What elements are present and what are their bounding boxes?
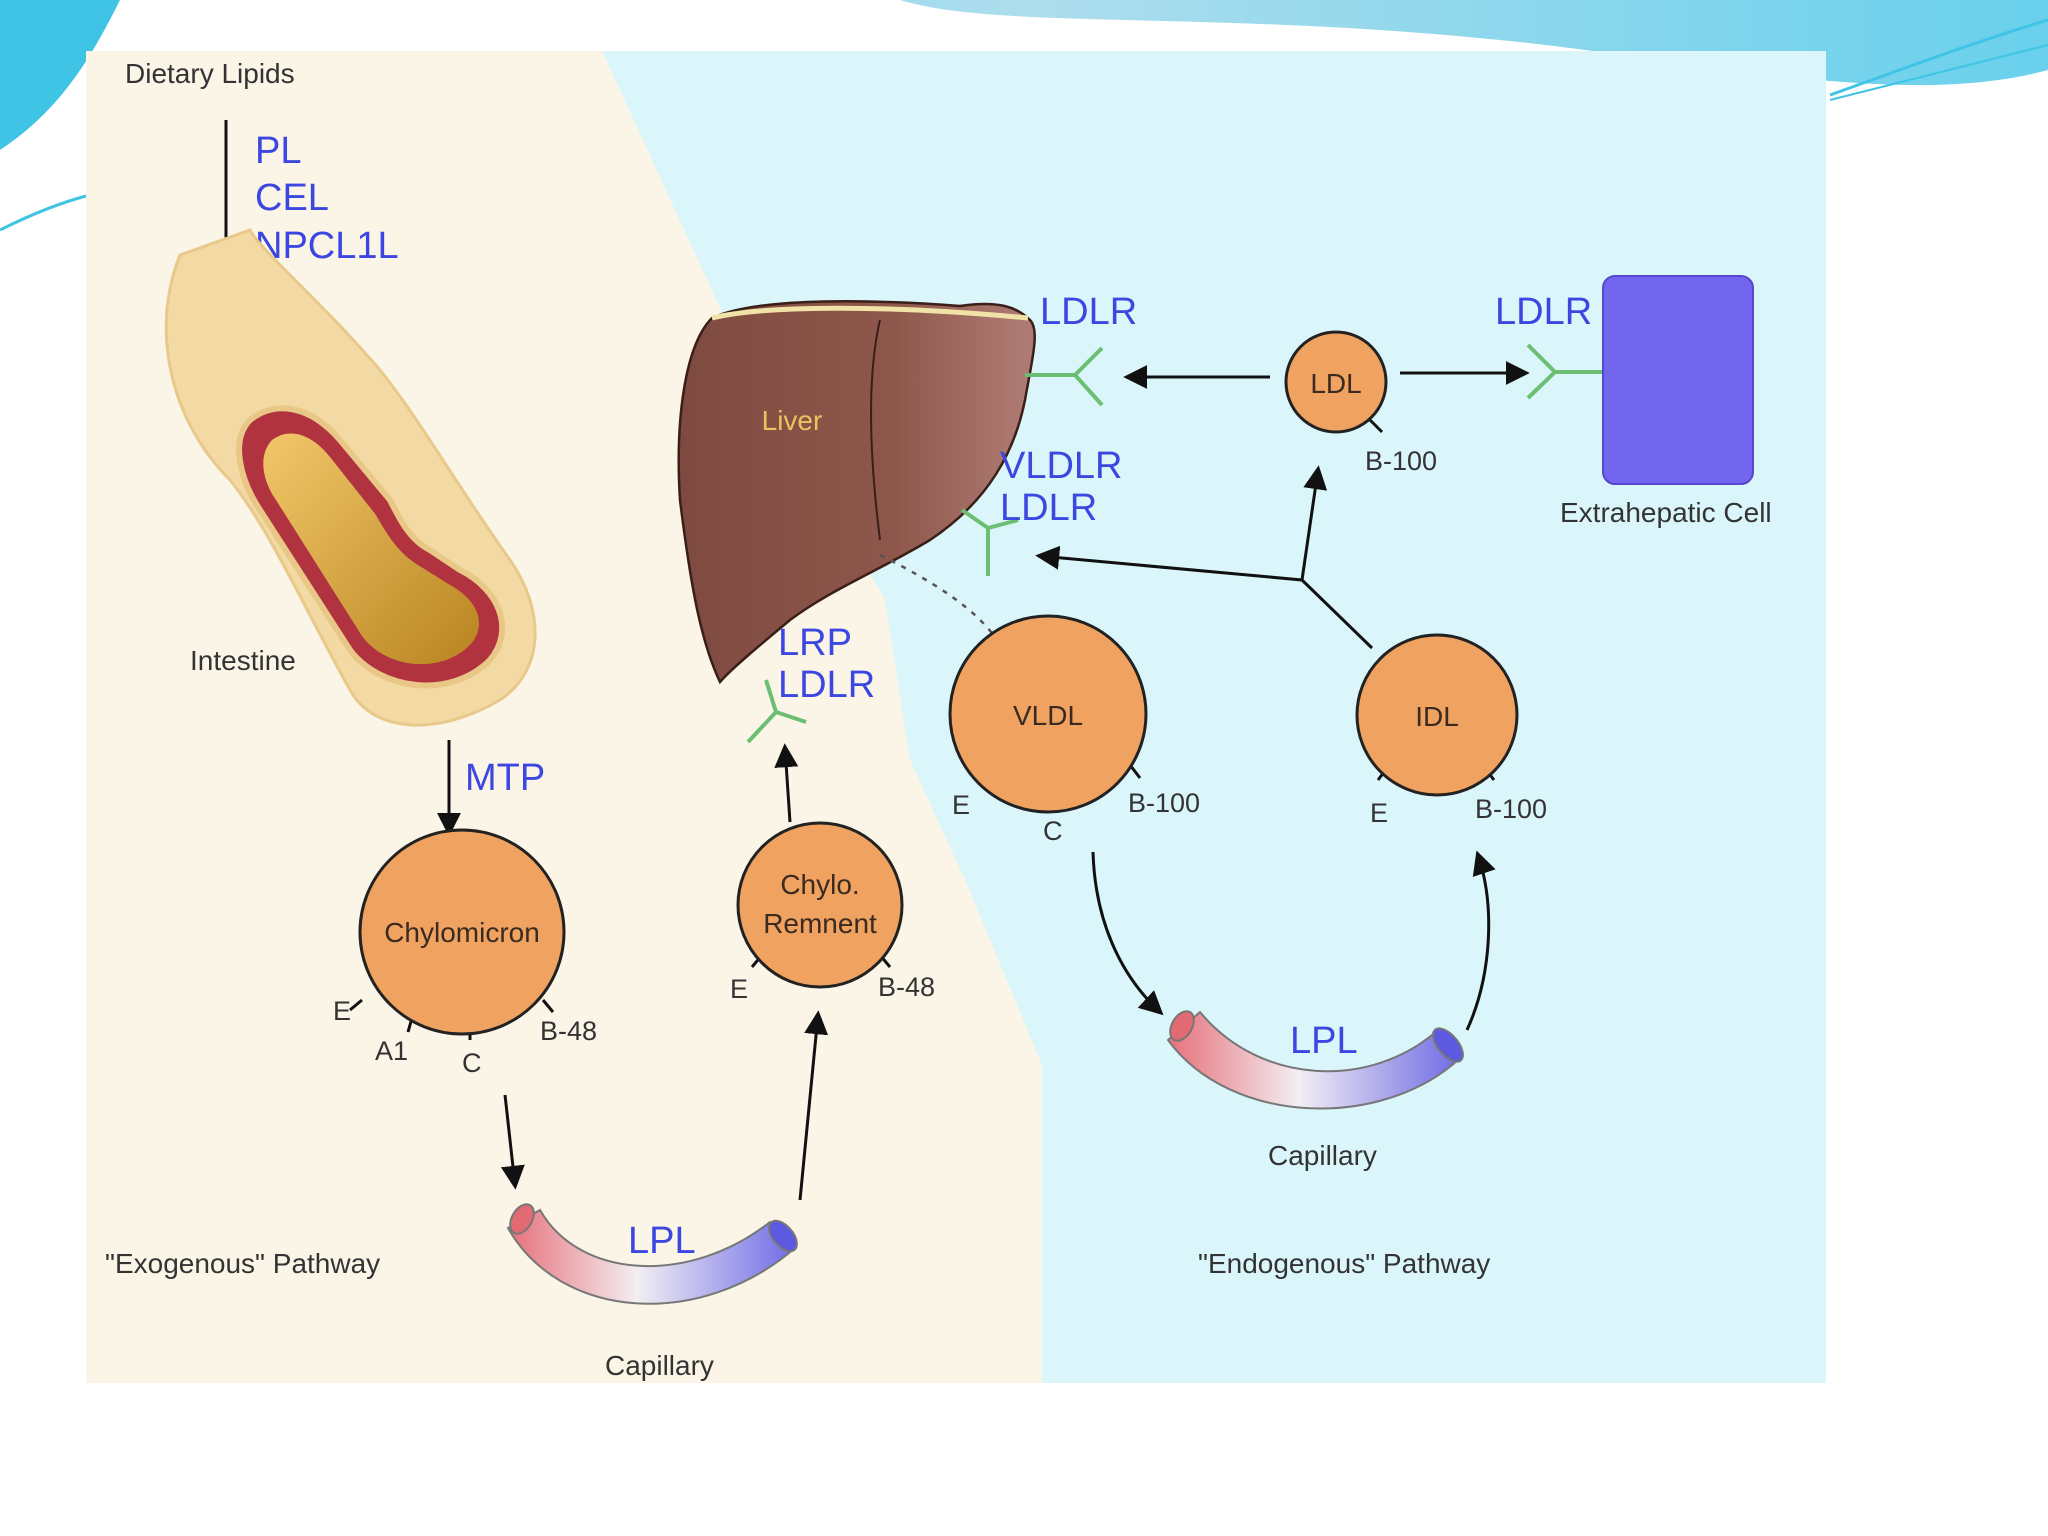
vldl-particle: [948, 614, 1148, 814]
chylo-remnant-particle: [736, 821, 904, 989]
receptor-lrp: LRP: [778, 622, 852, 664]
vldl-apo-c: C: [1043, 816, 1063, 846]
receptor-ldlr-remnant: LDLR: [778, 664, 875, 706]
slide-header-decoration: [0, 0, 2048, 232]
chylomicron-label: Chylomicron: [384, 917, 540, 948]
vldl-apo-e: E: [952, 790, 970, 820]
capillary-to-idl-arrow: [1465, 850, 1496, 1031]
endo-capillary-illustration: [1166, 1010, 1464, 1110]
idl-apo-e: E: [1370, 798, 1388, 828]
endogenous-pathway-label: "Endogenous" Pathway: [1198, 1248, 1490, 1279]
remnant-to-liver-arrow: [774, 743, 799, 823]
idl-branch-line: [1300, 578, 1374, 650]
receptor-vldlr: VLDLR: [1000, 445, 1123, 487]
remnant-receptor-icon: [746, 679, 807, 744]
capillary-to-remnant-arrow: [798, 1010, 829, 1201]
vldl-label: VLDL: [1013, 700, 1083, 731]
liver-label: Liver: [762, 405, 823, 436]
liver-receptor-mid-icon: [960, 508, 1019, 576]
chylo-remnant-apo-b48: B-48: [878, 972, 935, 1002]
liver-illustration: [677, 300, 1036, 685]
enzyme-cel: CEL: [255, 177, 329, 219]
dietary-lipids-label: Dietary Lipids: [125, 58, 295, 89]
exo-capillary-enzyme: LPL: [628, 1220, 696, 1262]
exo-capillary-label: Capillary: [605, 1350, 714, 1381]
exo-capillary-illustration: [506, 1203, 798, 1305]
intestine-illustration: [164, 228, 537, 727]
ldl-apo-b100: B-100: [1365, 446, 1437, 476]
exogenous-pathway-label: "Exogenous" Pathway: [105, 1248, 380, 1279]
chylo-remnant-label-line2: Remnent: [763, 908, 877, 939]
liver-receptor-top-icon: [1025, 346, 1104, 407]
mtp-label: MTP: [465, 757, 545, 799]
chylomicron-apo-b48: B-48: [540, 1016, 597, 1046]
idl-particle: [1355, 633, 1519, 797]
idl-to-liver-arrow: [1035, 545, 1303, 582]
extrahepatic-receptor-label: LDLR: [1495, 291, 1592, 333]
liver-receptor-top-label: LDLR: [1040, 291, 1137, 333]
ldl-particle: [1284, 330, 1388, 434]
vldl-to-capillary-arrow: [1091, 851, 1164, 1016]
endo-capillary-enzyme: LPL: [1290, 1020, 1358, 1062]
extrahepatic-cell-label: Extrahepatic Cell: [1560, 497, 1772, 528]
ldl-label: LDL: [1310, 368, 1361, 399]
chylomicron-to-capillary-arrow: [500, 1094, 525, 1190]
chylo-remnant-label-line1: Chylo.: [780, 869, 859, 900]
extrahepatic-receptor-icon: [1526, 343, 1605, 400]
chylomicron-particle: [349, 828, 566, 1040]
enzyme-pl: PL: [255, 130, 301, 172]
chylomicron-apo-a1: A1: [375, 1036, 408, 1066]
vldl-apo-b100: B-100: [1128, 788, 1200, 818]
receptor-ldlr-mid: LDLR: [1000, 487, 1097, 529]
chylomicron-apo-e: E: [333, 996, 351, 1026]
intestine-label: Intestine: [190, 645, 296, 676]
endo-capillary-label: Capillary: [1268, 1140, 1377, 1171]
enzyme-npcl1l: NPCL1L: [255, 225, 399, 267]
extrahepatic-cell-shape: [1602, 275, 1754, 485]
idl-apo-b100: B-100: [1475, 794, 1547, 824]
idl-label: IDL: [1415, 701, 1459, 732]
chylomicron-apo-c: C: [462, 1048, 482, 1078]
idl-to-ldl-arrow: [1300, 465, 1328, 581]
chylo-remnant-apo-e: E: [730, 974, 748, 1004]
